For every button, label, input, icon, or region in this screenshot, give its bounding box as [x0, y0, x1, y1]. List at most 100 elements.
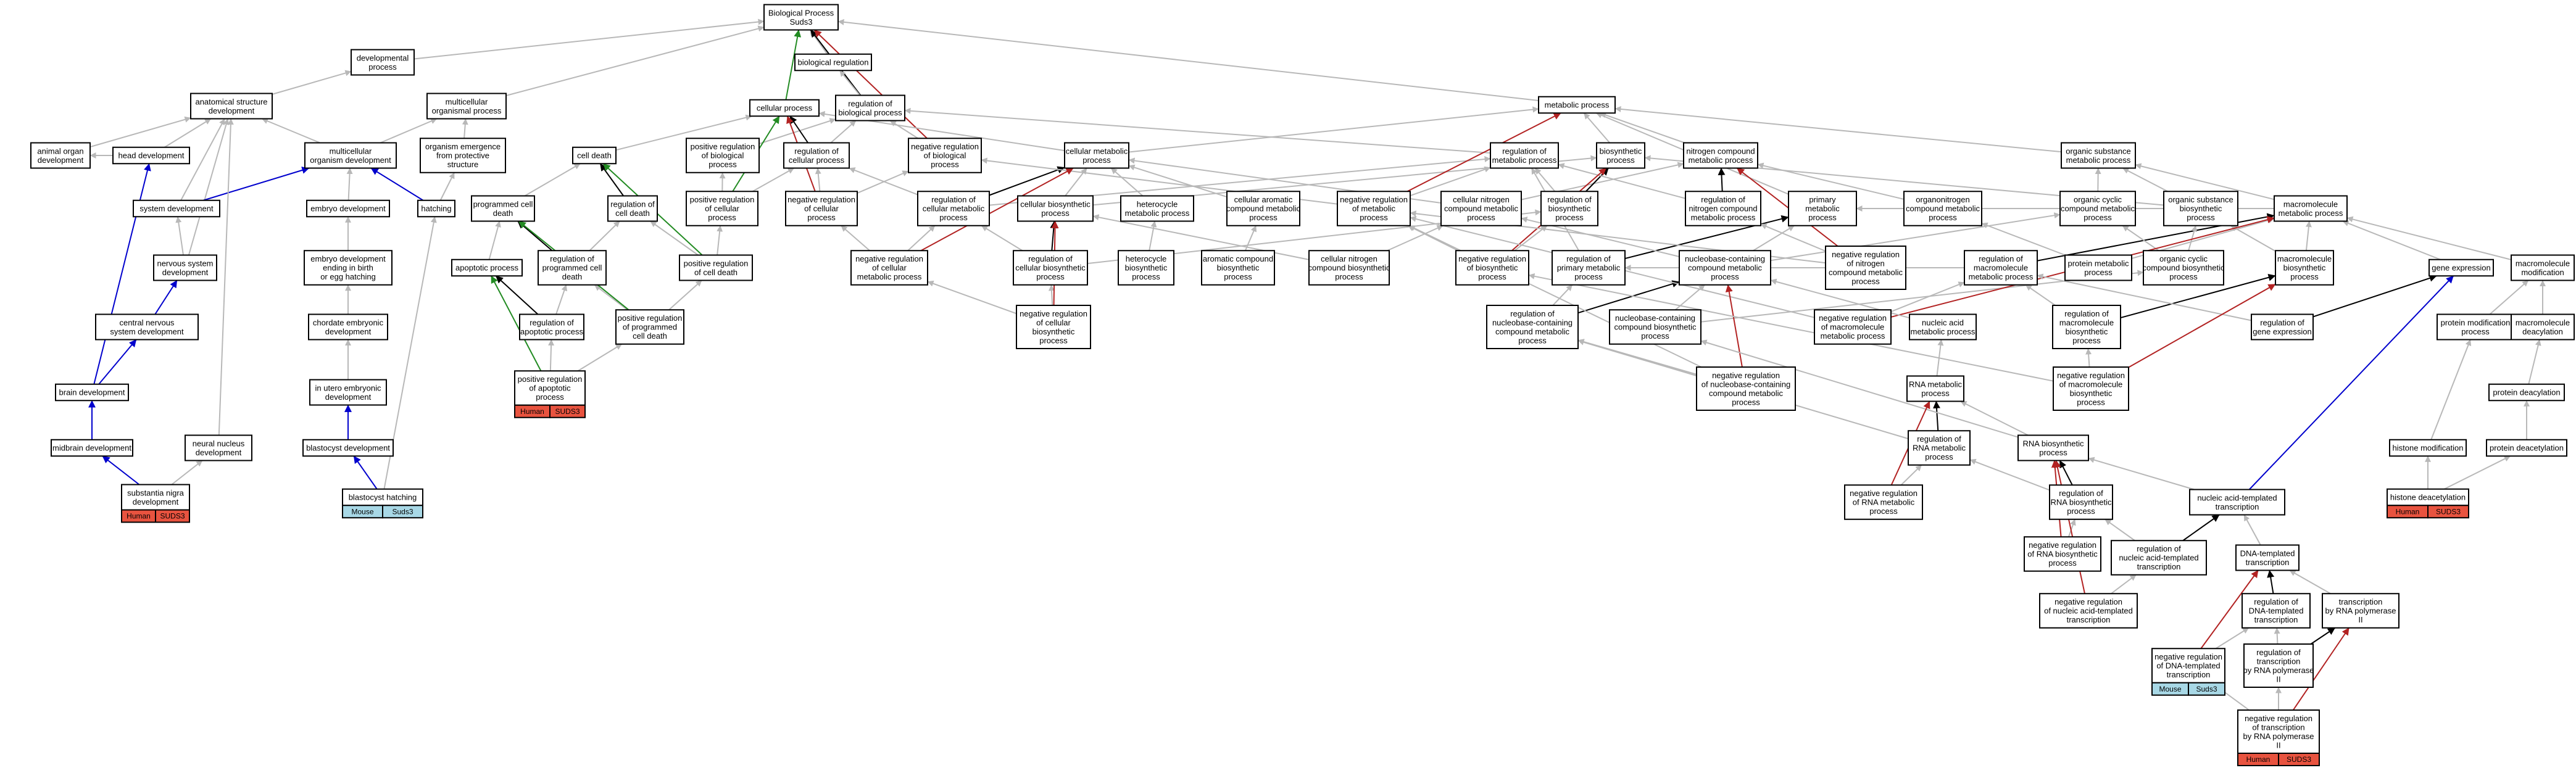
go-term-node-ge[interactable]: gene expression	[2429, 258, 2494, 277]
go-term-node-mp[interactable]: metabolic process	[1538, 96, 1616, 114]
go-term-node-cp[interactable]: cellular process	[749, 99, 820, 117]
go-term-node-brd[interactable]: brain development	[55, 383, 129, 402]
go-term-node-hd[interactable]: head development	[112, 146, 190, 165]
go-term-node-hatch[interactable]: hatching	[417, 199, 455, 218]
go-term-node-embd[interactable]: embryo development	[306, 199, 390, 218]
go-term-node-rnbcmp[interactable]: regulation ofnucleobase-containingcompou…	[1486, 305, 1579, 349]
go-term-node-rmbp[interactable]: regulation ofmacromoleculebiosyntheticpr…	[2052, 305, 2121, 349]
go-term-node-blasd[interactable]: blastocyst development	[302, 439, 394, 457]
go-term-node-pdeac[interactable]: protein deacylation	[2488, 383, 2565, 402]
go-term-node-prdeac[interactable]: protein deacetylation	[2486, 439, 2567, 457]
go-term-node-sysd[interactable]: system development	[133, 199, 220, 218]
go-term-node-celld[interactable]: cell death	[572, 146, 617, 165]
go-term-node-apop[interactable]: apoptotic process	[451, 258, 523, 277]
go-term-node-hmod[interactable]: histone modification	[2389, 439, 2467, 457]
go-term-node-mbd[interactable]: midbrain development	[51, 439, 133, 457]
go-term-node-breg[interactable]: biological regulation	[794, 53, 872, 72]
